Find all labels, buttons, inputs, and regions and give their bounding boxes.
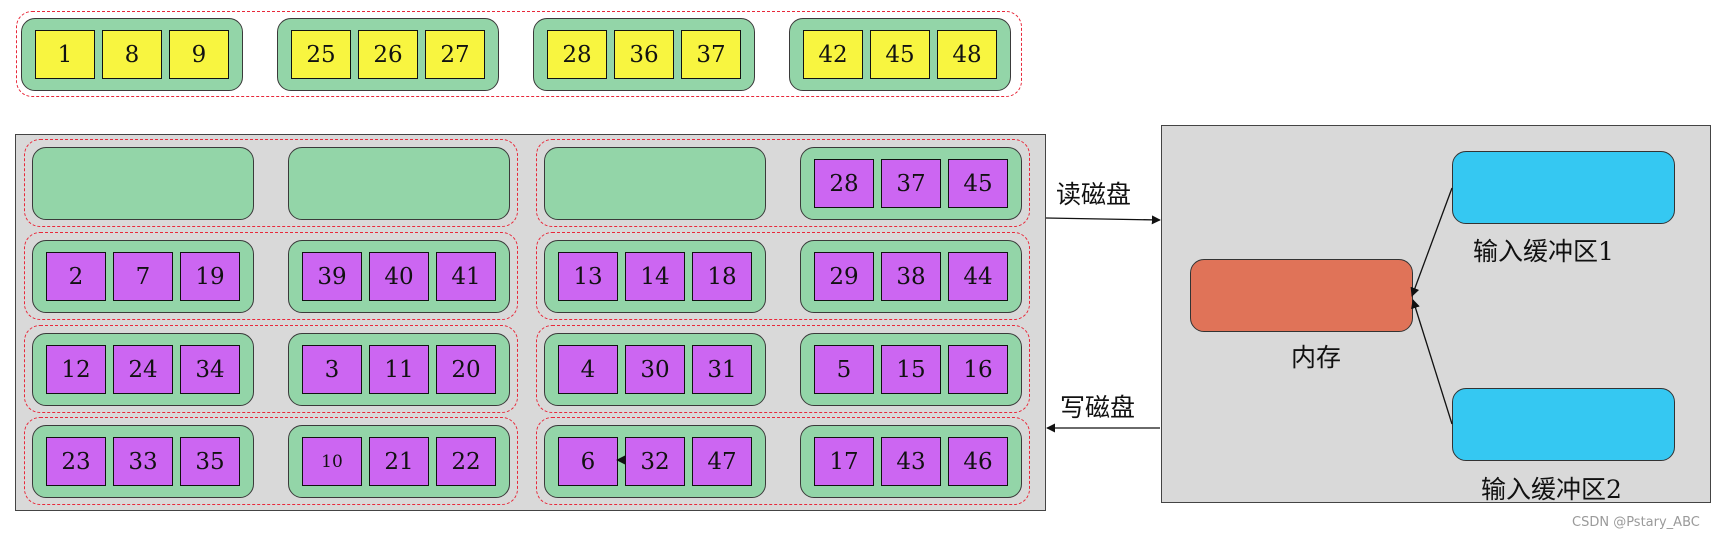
empty-block-group — [32, 147, 254, 220]
value-cell: 43 — [881, 437, 941, 486]
value-cell: 8 — [102, 30, 162, 79]
merge-segment-outline — [536, 232, 1030, 320]
value-cell: 12 — [46, 345, 106, 394]
read-disk-arrow — [1045, 215, 1161, 225]
merge-segment-outline — [536, 139, 1030, 227]
merge-segment-outline — [24, 417, 518, 505]
value-cell: 14 — [625, 252, 685, 301]
top-run-outline — [16, 11, 1022, 97]
value-cell: 46 — [948, 437, 1008, 486]
value-cell: 48 — [937, 30, 997, 79]
value-cell: 17 — [814, 437, 874, 486]
value-cell: 39 — [302, 252, 362, 301]
value-cell: 47 — [692, 437, 752, 486]
value-cell: 13 — [558, 252, 618, 301]
value-cell: 18 — [692, 252, 752, 301]
input-buffer-2-label: 输入缓冲区2 — [1481, 475, 1622, 504]
value-cell: 21 — [369, 437, 429, 486]
value-cell: 31 — [692, 345, 752, 394]
input-buffer-1-label: 输入缓冲区1 — [1473, 237, 1614, 266]
buffer1-to-memory-arrow — [1410, 187, 1453, 297]
buffer2-to-memory-arrow — [1411, 299, 1453, 425]
empty-block-group — [544, 147, 766, 220]
value-cell: 20 — [436, 345, 496, 394]
value-cell: 40 — [369, 252, 429, 301]
value-cell: 1 — [35, 30, 95, 79]
value-cell: 11 — [369, 345, 429, 394]
value-cell: 2 — [46, 252, 106, 301]
value-cell: 44 — [948, 252, 1008, 301]
value-cell: 30 — [625, 345, 685, 394]
watermark: CSDN @Pstary_ABC — [1572, 515, 1700, 530]
value-cell: 28 — [814, 159, 874, 208]
value-cell: 32 — [625, 437, 685, 486]
value-cell: 16 — [948, 345, 1008, 394]
value-cell: 35 — [180, 437, 240, 486]
value-cell: 38 — [881, 252, 941, 301]
input-buffer-2 — [1452, 388, 1675, 461]
merge-segment-outline — [536, 417, 1030, 505]
merge-segment-outline — [24, 325, 518, 413]
value-cell: 15 — [881, 345, 941, 394]
value-cell: 9 — [169, 30, 229, 79]
value-cell: 36 — [614, 30, 674, 79]
value-cell: 4 — [558, 345, 618, 394]
value-cell: 42 — [803, 30, 863, 79]
value-cell: 3 — [302, 345, 362, 394]
value-cell: 45 — [870, 30, 930, 79]
memory-label: 内存 — [1291, 343, 1342, 372]
memory-box — [1190, 259, 1413, 332]
input-buffer-1 — [1452, 151, 1675, 224]
value-cell: 24 — [113, 345, 173, 394]
value-cell: 19 — [180, 252, 240, 301]
value-cell: 27 — [425, 30, 485, 79]
value-cell: 26 — [358, 30, 418, 79]
write-disk-label: 写磁盘 — [1060, 393, 1136, 422]
value-cell: 29 — [814, 252, 874, 301]
value-cell: 41 — [436, 252, 496, 301]
value-cell: 7 — [113, 252, 173, 301]
empty-block-group — [288, 147, 510, 220]
value-cell: 10 — [302, 437, 362, 486]
value-cell: 22 — [436, 437, 496, 486]
value-cell: 45 — [948, 159, 1008, 208]
merge-segment-outline — [24, 232, 518, 320]
read-disk-label: 读磁盘 — [1056, 180, 1132, 209]
value-cell: 23 — [46, 437, 106, 486]
value-cell: 6 — [558, 437, 618, 486]
merge-segment-outline — [536, 325, 1030, 413]
value-cell: 37 — [881, 159, 941, 208]
value-cell: 5 — [814, 345, 874, 394]
value-cell: 33 — [113, 437, 173, 486]
merge-segment-outline — [24, 139, 518, 227]
value-cell: 37 — [681, 30, 741, 79]
value-cell: 34 — [180, 345, 240, 394]
value-cell: 28 — [547, 30, 607, 79]
value-cell: 25 — [291, 30, 351, 79]
